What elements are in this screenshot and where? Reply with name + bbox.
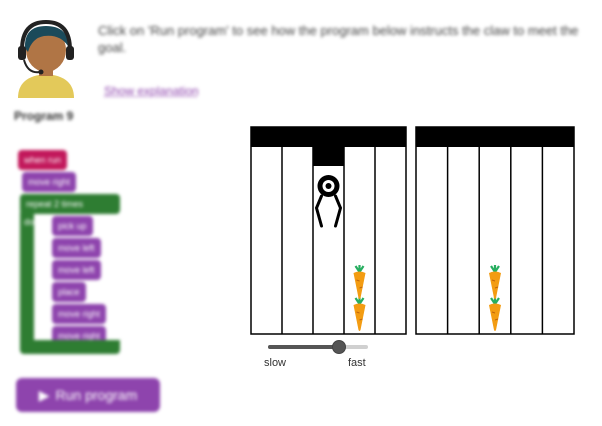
play-icon: ▶	[38, 386, 50, 403]
speed-slow-label: slow	[264, 357, 287, 369]
run-program-button[interactable]: ▶ Run program	[16, 378, 160, 412]
show-explanation-link[interactable]: Show explanation	[104, 84, 199, 98]
speed-slider-fill	[268, 345, 338, 349]
place-block[interactable]: place	[52, 282, 86, 302]
goal-rail	[416, 127, 574, 147]
carrot-icon	[489, 297, 501, 331]
speed-slider-handle[interactable]	[332, 340, 346, 354]
move-left-block[interactable]: move left	[52, 260, 101, 280]
claw-icon	[313, 146, 344, 228]
when-run-block[interactable]: when run	[18, 150, 68, 170]
pick-up-block[interactable]: pick up	[52, 216, 93, 236]
move-right-block[interactable]: move right	[52, 304, 107, 324]
claw-simulation	[250, 126, 575, 335]
repeat-block-body	[20, 212, 34, 352]
run-program-label: Run program	[55, 387, 138, 403]
move-right-block[interactable]: move right	[22, 172, 77, 192]
headset-avatar-icon	[18, 20, 74, 98]
repeat-block[interactable]: repeat 2 times	[20, 194, 120, 214]
claw-rail	[251, 127, 406, 147]
carrot-icon	[353, 265, 366, 299]
do-label: do	[24, 217, 35, 227]
instruction-text: Click on 'Run program' to see how the pr…	[98, 23, 579, 55]
program-title: Program 9	[14, 109, 74, 123]
speed-fast-label: fast	[348, 357, 366, 369]
carrot-icon	[489, 265, 501, 299]
move-left-block[interactable]: move left	[52, 238, 101, 258]
repeat-block-footer	[20, 340, 120, 354]
